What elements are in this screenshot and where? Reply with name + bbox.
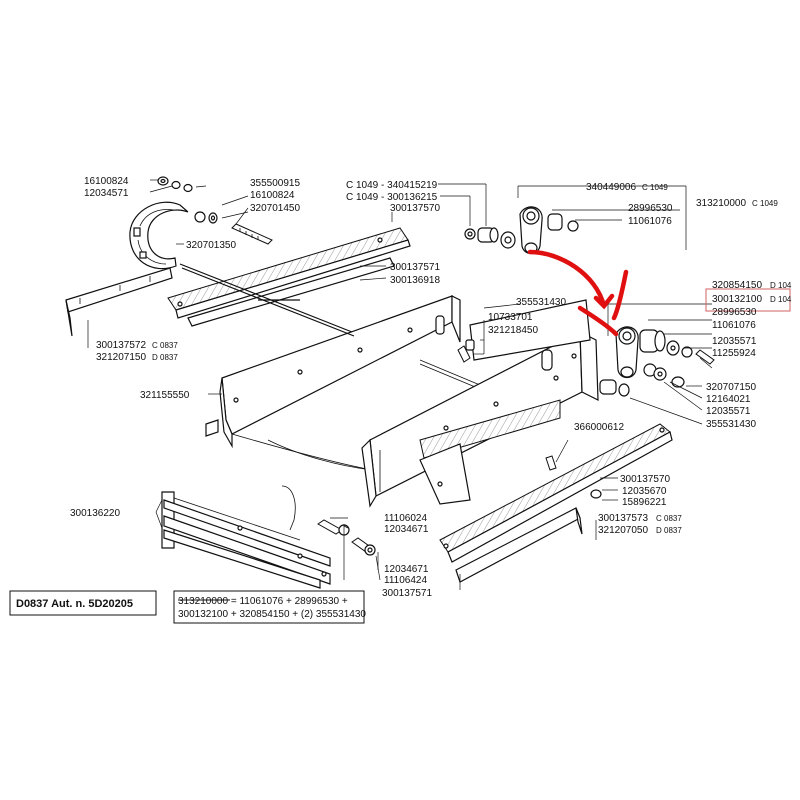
model-box: D0837 Aut. n. 5D20205 bbox=[9, 590, 157, 616]
label-16100824b: 16100824 bbox=[250, 190, 295, 201]
label-c1049-300136215: C 1049 - 300136215 bbox=[346, 192, 438, 203]
label-300136220: 300136220 bbox=[70, 508, 120, 519]
label-300137570a: 300137570 bbox=[390, 203, 440, 214]
label-340449006: 340449006 bbox=[586, 182, 636, 193]
drum-guard bbox=[129, 201, 189, 270]
long-strip-right bbox=[439, 423, 673, 590]
label-12035670: 12035670 bbox=[622, 486, 667, 497]
label-11061076a: 11061076 bbox=[628, 216, 672, 227]
label-300132100-suffix: D 104 bbox=[770, 295, 792, 304]
kit-line-2: 300132100 + 320854150 + (2) 355531430 bbox=[178, 609, 366, 620]
label-313210000: 313210000 bbox=[696, 198, 746, 209]
part-number-labels: 16100824 12034571 355500915 16100824 320… bbox=[70, 176, 792, 599]
label-300137573: 300137573 bbox=[598, 513, 648, 524]
label-300137571b: 300137571 bbox=[382, 588, 432, 599]
label-11255924: 11255924 bbox=[712, 348, 756, 359]
bushing-set-top-center bbox=[438, 183, 516, 249]
label-313210000-suffix: C 1049 bbox=[752, 199, 778, 208]
label-12035571a: 12035571 bbox=[712, 336, 757, 347]
washer-group-top-left bbox=[149, 176, 207, 193]
label-321218450: 321218450 bbox=[488, 325, 538, 336]
label-320854150: 320854150 bbox=[712, 280, 762, 291]
pin-parts-center bbox=[457, 303, 521, 363]
label-366000612: 366000612 bbox=[574, 422, 624, 433]
label-321155550: 321155550 bbox=[140, 390, 190, 401]
label-300137573-suffix: C 0837 bbox=[656, 514, 682, 523]
model-box-text: D0837 Aut. n. 5D20205 bbox=[16, 598, 133, 610]
label-15896221: 15896221 bbox=[622, 497, 667, 508]
frame-right-wall bbox=[361, 299, 599, 508]
label-12034571: 12034571 bbox=[84, 188, 129, 199]
bushing-set-right bbox=[629, 319, 715, 425]
label-c1049-340415219: C 1049 - 340415219 bbox=[346, 180, 438, 191]
label-321207150-suffix: D 0837 bbox=[152, 353, 178, 362]
label-355531430a: 355531430 bbox=[516, 297, 566, 308]
label-321207050: 321207050 bbox=[598, 525, 648, 536]
label-12034671a: 12034671 bbox=[384, 524, 429, 535]
kit-line-1-rest: = 11061076 + 28996530 + bbox=[228, 596, 348, 607]
kit-composition-box: 313210000 = 11061076 + 28996530 + 300132… bbox=[173, 590, 366, 624]
washer-group-mid-left bbox=[194, 195, 249, 224]
label-10733701: 10733701 bbox=[488, 312, 533, 323]
crank-arm-right bbox=[599, 303, 712, 397]
label-300137570b: 300137570 bbox=[620, 474, 670, 485]
label-355531430b: 355531430 bbox=[706, 419, 756, 430]
kit-number-struck: 313210000 bbox=[178, 596, 228, 607]
label-355500915: 355500915 bbox=[250, 178, 300, 189]
bolt-320701450 bbox=[231, 207, 273, 245]
label-300137572-suffix: C 0837 bbox=[152, 341, 178, 350]
main-frame-body bbox=[179, 263, 541, 471]
angle-strip-left bbox=[65, 267, 173, 348]
label-300137571a: 300137571 bbox=[390, 262, 440, 273]
bottom-rail-frame bbox=[155, 485, 331, 589]
label-320701450: 320701450 bbox=[250, 203, 300, 214]
bolt-parts-bottom bbox=[317, 517, 381, 581]
label-12164021: 12164021 bbox=[706, 394, 751, 405]
label-321207150: 321207150 bbox=[96, 352, 146, 363]
label-16100824a: 16100824 bbox=[84, 176, 129, 187]
highlight-annotation bbox=[527, 249, 791, 337]
label-11061076b: 11061076 bbox=[712, 320, 756, 331]
label-320701350: 320701350 bbox=[186, 240, 236, 251]
label-12035571b: 12035571 bbox=[706, 406, 751, 417]
label-300137572: 300137572 bbox=[96, 340, 146, 351]
label-300132100: 300132100 bbox=[712, 294, 762, 305]
label-11106024: 11106024 bbox=[384, 513, 427, 524]
label-11106424: 11106424 bbox=[384, 575, 427, 586]
label-320707150: 320707150 bbox=[706, 382, 756, 393]
long-strip-top bbox=[167, 212, 411, 327]
crank-arm-top bbox=[517, 185, 687, 255]
label-28996530b: 28996530 bbox=[712, 307, 757, 318]
label-28996530a: 28996530 bbox=[628, 203, 673, 214]
label-321207050-suffix: D 0837 bbox=[656, 526, 682, 535]
label-340449006-suffix: C 1049 bbox=[642, 183, 668, 192]
label-12034671b: 12034671 bbox=[384, 564, 429, 575]
label-300136918: 300136918 bbox=[390, 275, 440, 286]
kit-line-1: 313210000 = 11061076 + 28996530 + bbox=[178, 596, 348, 607]
label-320854150-suffix: D 104 bbox=[770, 281, 792, 290]
